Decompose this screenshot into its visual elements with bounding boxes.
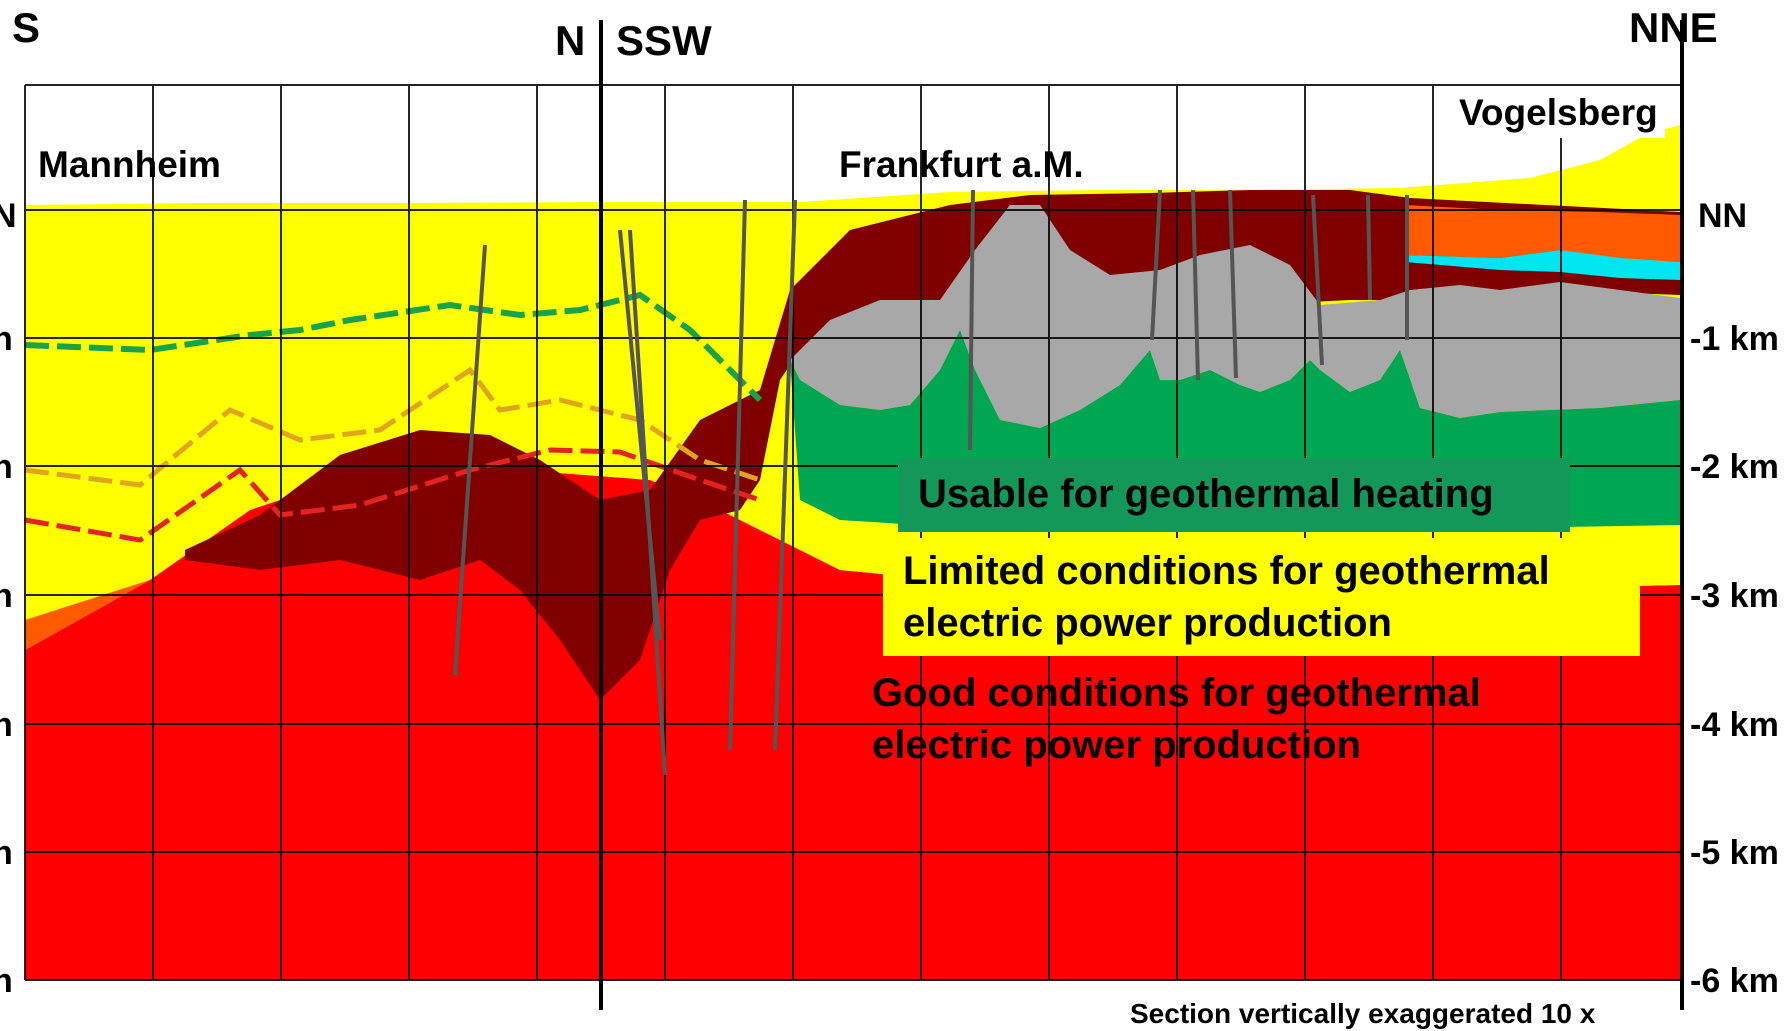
depth-label-right: -2 km: [1690, 448, 1779, 486]
limited-zone-label-line2: electric power production: [903, 601, 1392, 645]
depth-label-right: -3 km: [1690, 577, 1779, 615]
grid: [24, 84, 1680, 981]
depth-label-left: n: [0, 834, 13, 872]
depth-label-right: -4 km: [1690, 706, 1779, 744]
direction-fold-left: N: [555, 17, 585, 64]
heating-zone-label: Usable for geothermal heating: [918, 472, 1494, 516]
orange-wedge-left: [25, 580, 150, 650]
dark-red-layer: [185, 190, 1680, 700]
place-vogelsberg: Vogelsberg: [1459, 92, 1658, 133]
depth-label-left: n: [0, 320, 13, 358]
place-frankfurt: Frankfurt a.M.: [839, 144, 1084, 185]
depth-label-right: -5 km: [1690, 834, 1779, 872]
good-zone-label-line2: electric power production: [872, 723, 1361, 767]
faults: [453, 189, 1409, 776]
depth-label-left: N: [0, 197, 17, 235]
depth-label-left: n: [0, 706, 13, 744]
exaggeration-note: Section vertically exaggerated 10 x: [1130, 998, 1596, 1029]
limited-zone-label-line1: Limited conditions for geothermal: [903, 549, 1550, 593]
limited-box: [883, 538, 1640, 656]
good-zone-label-line1: Good conditions for geothermal: [872, 671, 1481, 715]
depth-axis-left: N n n n n n n: [0, 197, 17, 1000]
depth-label-left: n: [0, 962, 13, 1000]
orange-isoline: [24, 366, 761, 488]
depth-label-left: n: [0, 448, 13, 486]
cyan-layer-right: [1405, 250, 1680, 280]
direction-left: S: [12, 4, 40, 51]
direction-fold-right: SSW: [616, 17, 712, 64]
depth-axis-right: NN -1 km -2 km -3 km -4 km -5 km -6 km: [1690, 197, 1779, 1000]
depth-label-left: n: [0, 577, 13, 615]
direction-right: NNE: [1629, 4, 1718, 51]
place-mannheim: Mannheim: [38, 144, 221, 185]
orange-layer-right: [1405, 205, 1680, 262]
depth-label-right: -6 km: [1690, 962, 1779, 1000]
depth-label-right: -1 km: [1690, 320, 1779, 358]
heating-box: [898, 458, 1570, 532]
depth-label-right: NN: [1698, 197, 1747, 235]
vogelsberg-label-bg: [1450, 86, 1665, 138]
